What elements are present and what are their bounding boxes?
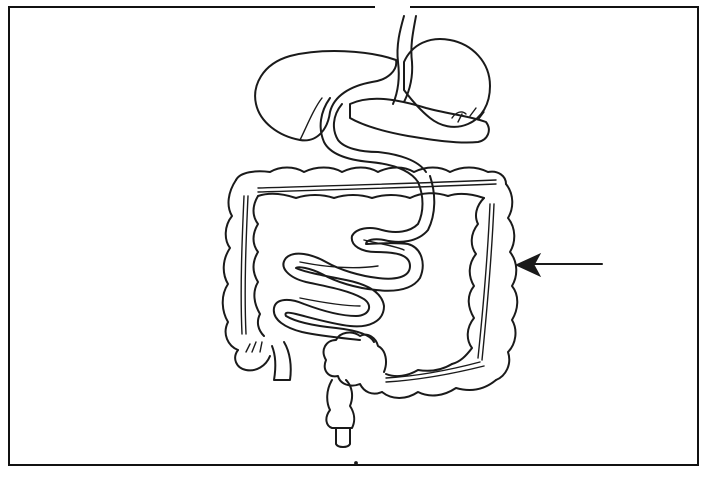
pointer-arrow-icon	[516, 254, 602, 276]
stray-mark	[355, 462, 358, 465]
liver	[255, 51, 396, 140]
pancreas	[350, 99, 489, 143]
small-intestine	[274, 176, 434, 342]
